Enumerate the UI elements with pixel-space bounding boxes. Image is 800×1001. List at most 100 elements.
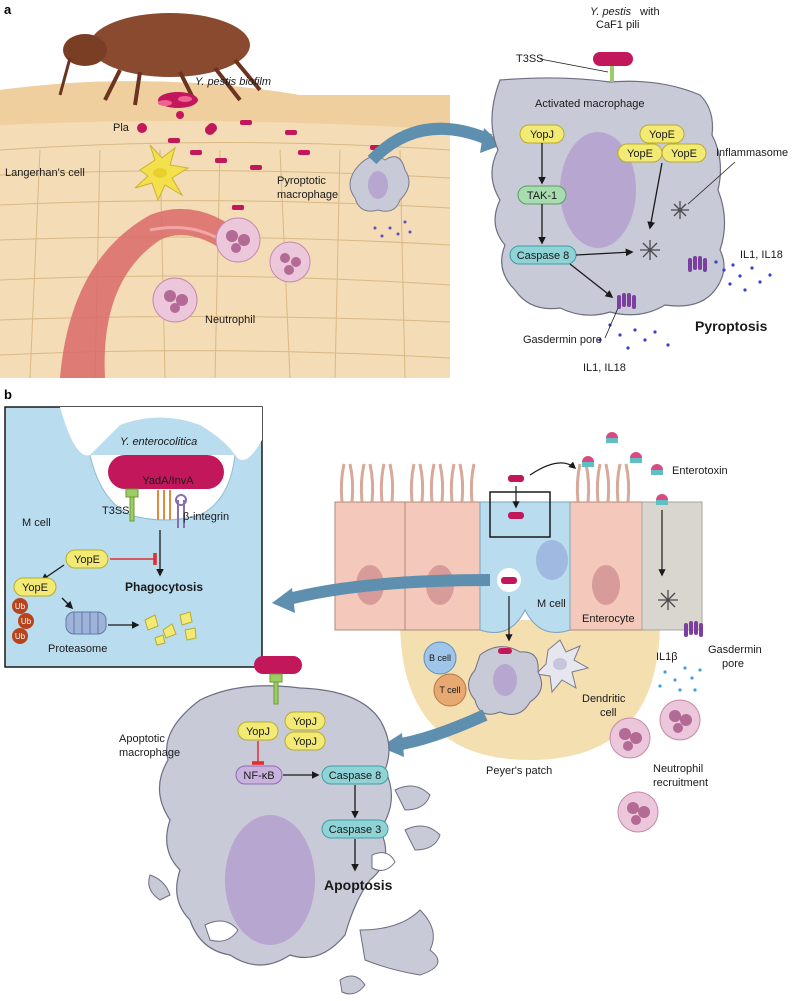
ub-label-2: Ub bbox=[21, 617, 32, 626]
t3ss-label-a: T3SS bbox=[516, 53, 544, 65]
neutrophils-a bbox=[152, 205, 311, 323]
enterotoxin-arrow bbox=[529, 461, 577, 476]
yopj-box-b2 bbox=[284, 711, 326, 731]
yope-box-b2 bbox=[13, 577, 57, 597]
gasdermin-label-a: Gasdermin pore bbox=[523, 334, 602, 346]
zoom-arrow-b-inset-head bbox=[272, 588, 295, 613]
apoptosis-label: Apoptosis bbox=[324, 877, 393, 893]
gasdermin-pore-bottom bbox=[617, 293, 636, 309]
yentero-label: Y. enterocolitica bbox=[120, 436, 197, 448]
ub-to-proteasome bbox=[61, 597, 74, 610]
proteasome-label: Proteasome bbox=[48, 643, 107, 655]
pla-label: Pla bbox=[113, 122, 130, 134]
enterotoxin-label: Enterotoxin bbox=[672, 465, 728, 477]
nfkb-text: NF-κB bbox=[243, 770, 274, 782]
phagocytosis-label: Phagocytosis bbox=[125, 580, 203, 594]
t3ss-needle-a bbox=[610, 66, 614, 82]
inflammasome-label: Inflammasome bbox=[716, 147, 788, 159]
ypestis-label-2: with bbox=[639, 6, 660, 18]
yope-text-a3: YopE bbox=[671, 148, 697, 160]
adhesins bbox=[157, 490, 171, 520]
dendritic-label-2: cell bbox=[600, 707, 617, 719]
dendritic-cell bbox=[534, 639, 590, 694]
nfkb-box bbox=[235, 765, 283, 785]
neutrophil-label-b2: recruitment bbox=[653, 777, 708, 789]
inflammasome-icons bbox=[640, 201, 689, 260]
flea-illustration bbox=[58, 13, 262, 106]
il1b-label: IL1β bbox=[656, 651, 678, 663]
pyroptosis-label: Pyroptosis bbox=[695, 318, 768, 334]
enterotoxin-icons bbox=[582, 432, 668, 505]
il1b-dots bbox=[658, 666, 702, 692]
biofilm-label: Y. pestis biofilm bbox=[195, 76, 271, 88]
yope-box-a3 bbox=[661, 143, 707, 163]
apoptotic-macrophage bbox=[148, 685, 441, 995]
apoptotic-label-1: Apoptotic bbox=[119, 733, 165, 745]
pyroptotic-macrophage-small bbox=[349, 145, 412, 238]
peptide-fragments bbox=[144, 611, 197, 646]
gasdermin-label-b1: Gasdermin bbox=[708, 644, 762, 656]
langerhans-cell bbox=[134, 144, 190, 202]
yope-box-a1 bbox=[639, 124, 685, 144]
gasdermin-label-b2: pore bbox=[722, 658, 744, 670]
zoom-arrow-a bbox=[367, 122, 493, 165]
yentero-bacterium bbox=[108, 455, 224, 489]
biofilm bbox=[158, 92, 198, 108]
langerhans-label: Langerhan's cell bbox=[5, 167, 85, 179]
t3ss-base-b2 bbox=[269, 673, 283, 683]
ub-label-3: Ub bbox=[15, 632, 26, 641]
pla-bacteria bbox=[137, 111, 310, 210]
t-cell bbox=[433, 673, 467, 707]
neutrophils-b bbox=[609, 699, 701, 833]
epithelium bbox=[334, 463, 703, 760]
pyroptotic-label-1: Pyroptotic bbox=[277, 175, 326, 187]
apoptotic-label-2: macrophage bbox=[119, 747, 180, 759]
yopj-text-b3: YopJ bbox=[293, 736, 317, 748]
yope-text-a2: YopE bbox=[627, 148, 653, 160]
mcell-label-small: M cell bbox=[537, 598, 566, 610]
dendritic-label-1: Dendritic bbox=[582, 693, 626, 705]
peyers-label: Peyer's patch bbox=[486, 765, 552, 777]
t3ss-needle-b2 bbox=[273, 681, 279, 705]
proteasome-icon bbox=[65, 611, 107, 635]
tak1-text: TAK-1 bbox=[527, 190, 557, 202]
enterocyte-label: Enterocyte bbox=[582, 613, 635, 625]
caspase3-text: Caspase 3 bbox=[329, 824, 382, 836]
b-cell bbox=[423, 641, 457, 675]
tcell-label: T cell bbox=[439, 685, 460, 695]
beta-integrin-icon bbox=[175, 494, 187, 528]
gasdermin-leader-a bbox=[604, 307, 619, 339]
caspase8-box-b bbox=[321, 765, 389, 785]
inflammasome-leader bbox=[687, 161, 736, 205]
t3ss-leader-a bbox=[539, 58, 609, 73]
gasdermin-pore-right bbox=[688, 256, 707, 272]
yada-label: YadA/InvA bbox=[142, 475, 194, 487]
neutrophil-label-b1: Neutrophil bbox=[653, 763, 703, 775]
panel-b-letter: b bbox=[4, 387, 12, 402]
yopj-text-a: YopJ bbox=[530, 129, 554, 141]
pyroptotic-label-2: macrophage bbox=[277, 189, 338, 201]
yope-text-a1: YopE bbox=[649, 129, 675, 141]
yope-to-inflammasome bbox=[647, 162, 663, 230]
mcell-label-inset: M cell bbox=[22, 517, 51, 529]
ubiquitin-chain bbox=[12, 598, 34, 644]
caspase8-text-b: Caspase 8 bbox=[329, 770, 382, 782]
cytokine-dots-a bbox=[598, 260, 772, 350]
il-right-label: IL1, IL18 bbox=[740, 249, 783, 261]
yopj-text-b1: YopJ bbox=[246, 726, 270, 738]
activated-label: Activated macrophage bbox=[535, 98, 644, 110]
gasdermin-pore-b bbox=[684, 621, 703, 637]
caspase8-text-a: Caspase 8 bbox=[517, 250, 570, 262]
casp8-to-pore bbox=[569, 263, 614, 298]
neutrophil-label-a: Neutrophil bbox=[205, 314, 255, 326]
t3ss-needle-b bbox=[129, 496, 135, 522]
yopj-text-b2: YopJ bbox=[293, 716, 317, 728]
ypestis-label-1: Y. pestis bbox=[590, 6, 632, 18]
caf1-label: CaF1 pili bbox=[596, 19, 639, 31]
yentero-bacterium-b2 bbox=[254, 656, 302, 674]
yopj-box-b1 bbox=[237, 721, 279, 741]
yopj-box-b3 bbox=[284, 731, 326, 751]
yope-text-b1: YopE bbox=[74, 554, 100, 566]
casp8-to-inflammasome bbox=[575, 248, 634, 257]
